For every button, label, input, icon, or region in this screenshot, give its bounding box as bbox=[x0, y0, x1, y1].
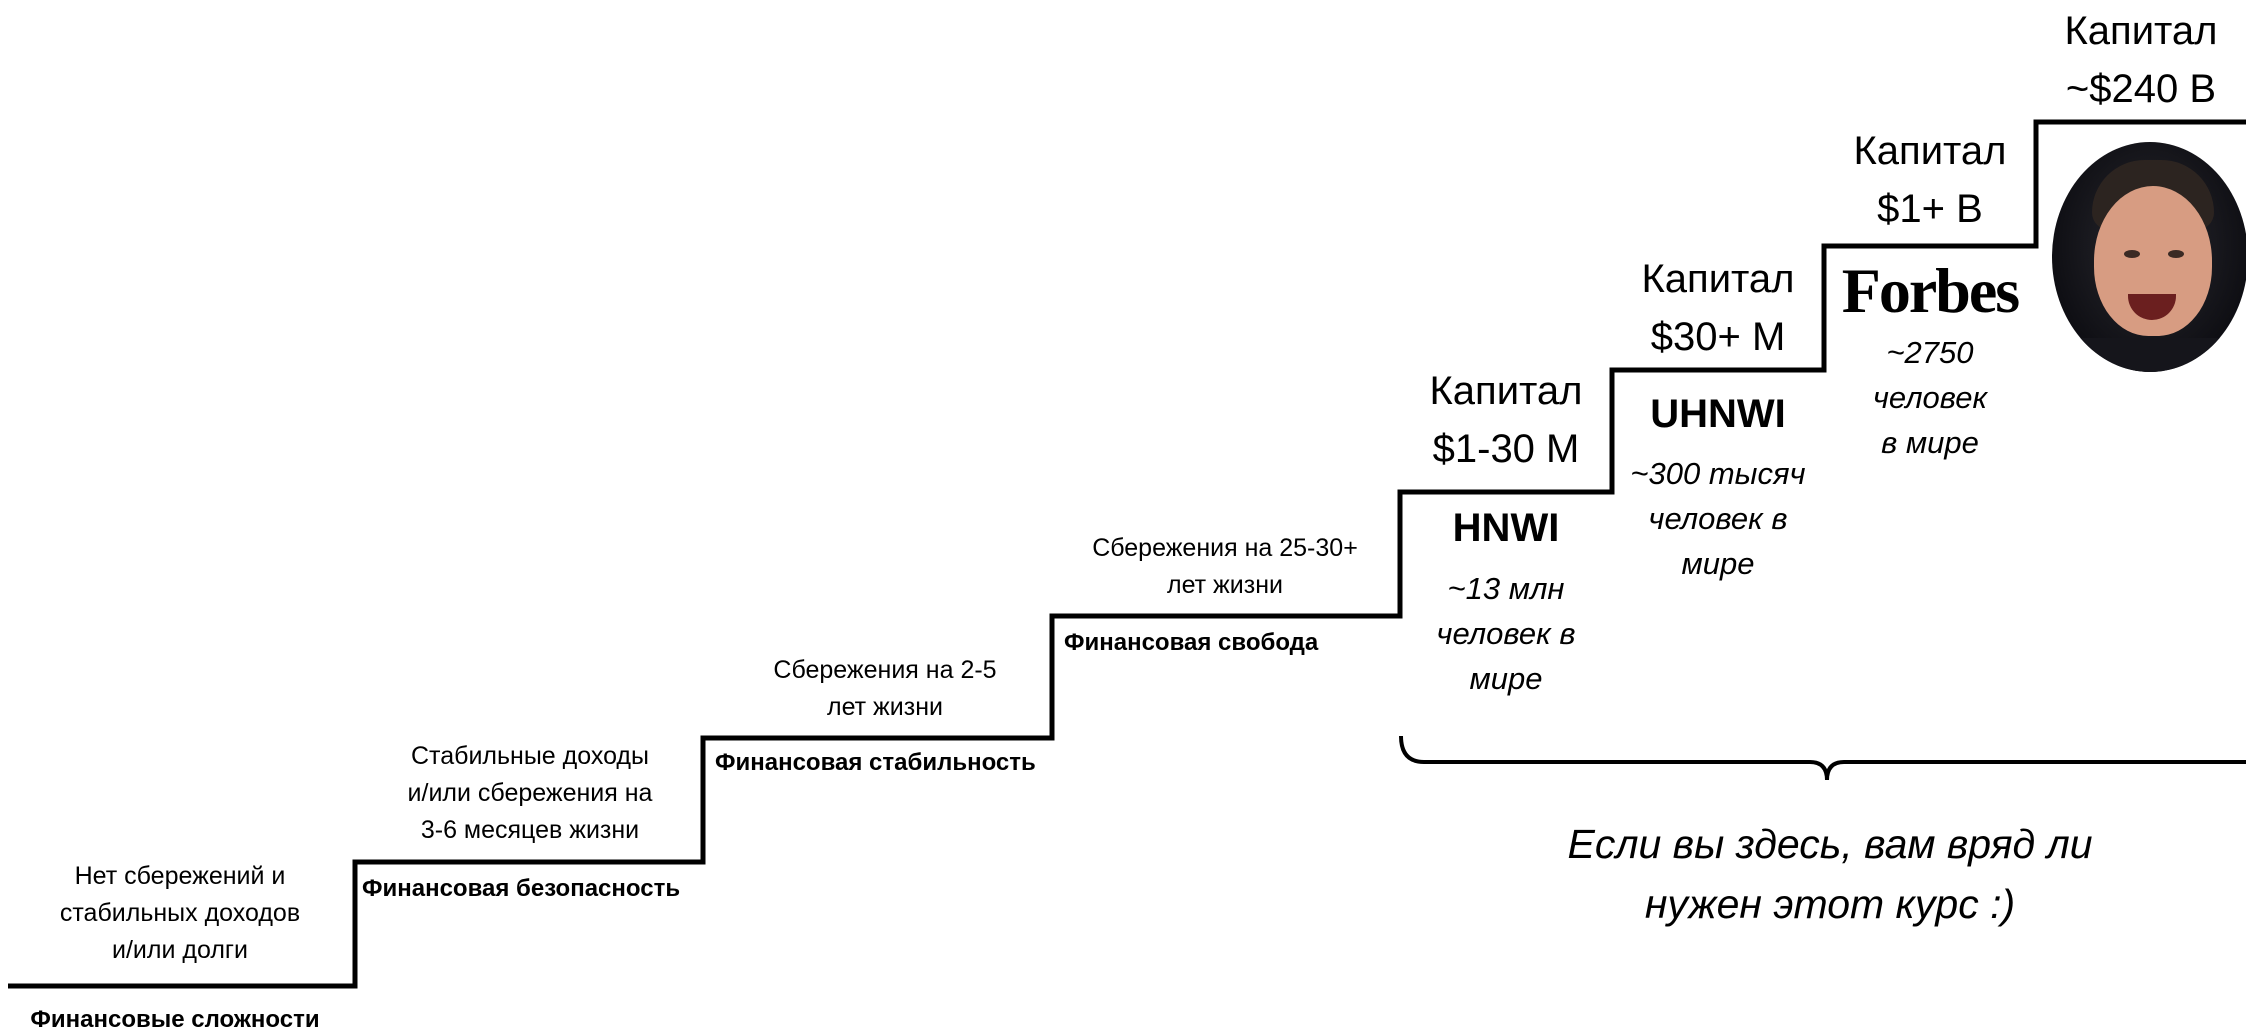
level-3-description: Сбережения на 2-5 лет жизни bbox=[773, 656, 997, 721]
tier-uhnwi-population: ~300 тысяч человек в мире bbox=[1630, 456, 1806, 581]
level-2-description: Стабильные доходы и/или сбережения на 3-… bbox=[407, 742, 653, 844]
forbes-logo: Forbes bbox=[1841, 255, 2020, 326]
tier-top-capital: Капитал ~$240 B bbox=[2064, 9, 2218, 111]
level-1-description: Нет сбережений и стабильных доходов и/ил… bbox=[59, 862, 301, 964]
staircase-line bbox=[8, 119, 2246, 989]
level-4-title: Финансовая свобода bbox=[1064, 629, 1319, 656]
tier-uhnwi-capital: Капитал $30+ M bbox=[1641, 257, 1795, 359]
level-4-description: Сбережения на 25-30+ лет жизни bbox=[1092, 534, 1358, 599]
tier-hnwi-capital: Капитал $1-30 M bbox=[1429, 369, 1583, 471]
tier-uhnwi-label: UHNWI bbox=[1650, 392, 1786, 436]
level-2-title: Финансовая безопасность bbox=[362, 875, 681, 902]
bracket-note: Если вы здесь, вам вряд ли нужен этот ку… bbox=[1567, 821, 2093, 927]
bracket bbox=[1399, 735, 2246, 781]
tier-hnwi-label: HNWI bbox=[1452, 506, 1560, 550]
level-1-title: Финансовые сложности bbox=[30, 1006, 320, 1033]
level-3-title: Финансовая стабильность bbox=[715, 749, 1036, 776]
tier-forbes-population: ~2750 человек в мире bbox=[1872, 335, 1988, 460]
tier-hnwi-population: ~13 млн человек в мире bbox=[1436, 571, 1576, 696]
tier-forbes-capital: Капитал $1+ B bbox=[1853, 129, 2007, 231]
portrait-photo bbox=[2052, 142, 2246, 372]
